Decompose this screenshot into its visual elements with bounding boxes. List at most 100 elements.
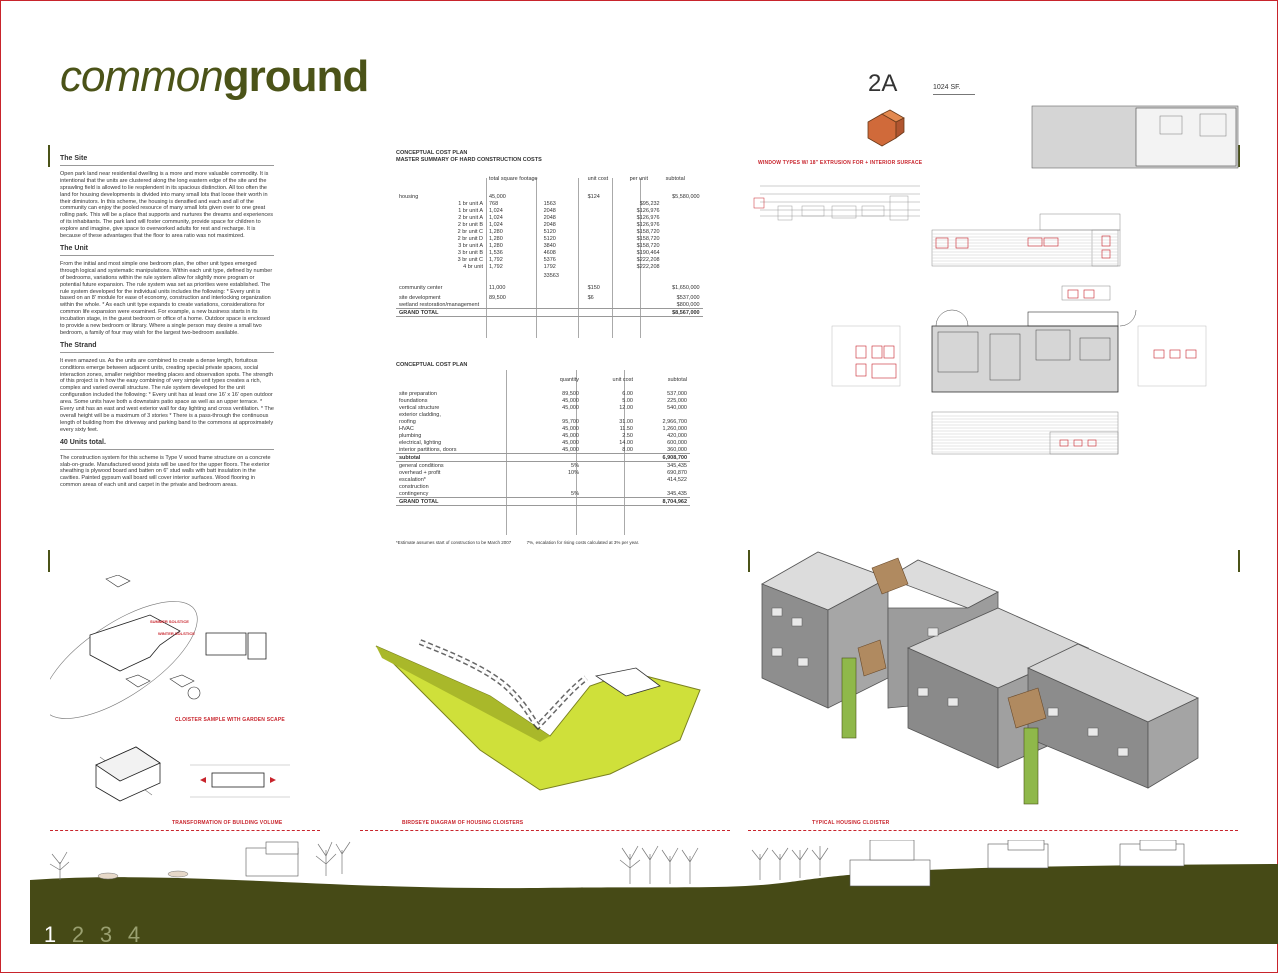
table-cell (506, 411, 582, 418)
table-cell: unit cost (612, 376, 633, 383)
table-cell (582, 411, 636, 418)
table-cell (585, 228, 627, 235)
table-row: 33563 (396, 270, 703, 282)
table-cell (663, 235, 703, 242)
table-cell: 33563 (543, 273, 559, 279)
table-cell: 2048 (543, 214, 556, 221)
table-cell (585, 270, 627, 282)
table-cell (541, 301, 585, 309)
table-cell: general conditions (399, 462, 444, 469)
table-cell (396, 376, 506, 383)
table-cell (663, 207, 703, 214)
table-cell: $126,976 (636, 221, 660, 228)
table-cell: 5376 (543, 256, 556, 263)
table-cell: 3 br unit B (457, 249, 483, 256)
table-cell: $8,567,000 (672, 309, 700, 316)
table-cell: 2048 (543, 221, 556, 228)
cost-note-2: 7%, escalation for rising costs calculat… (526, 540, 640, 545)
table-cell (663, 249, 703, 256)
table-cell: 345,435 (667, 462, 687, 469)
table-cell (585, 309, 627, 317)
table-cell (663, 214, 703, 221)
table-cell: $158,720 (636, 242, 660, 249)
table-cell: HVAC (399, 425, 414, 432)
table-cell: 95,700 (562, 418, 579, 425)
table-cell: electrical, lighting (399, 439, 442, 446)
table-cell (663, 228, 703, 235)
table-cell: 1792 (543, 263, 556, 270)
table-cell: 3840 (543, 242, 556, 249)
table-cell (506, 454, 582, 462)
page-1[interactable]: 1 (43, 922, 57, 947)
table-cell: 8.00 (622, 446, 633, 453)
table-cell: $1,650,000 (672, 285, 700, 291)
table-cell: 345,435 (667, 490, 687, 497)
label-cloister-sample: CLOISTER SAMPLE WITH GARDEN SCAPE (175, 717, 285, 723)
table-cell: housing (399, 193, 419, 200)
table-cell (506, 483, 582, 490)
label-typical-cloister: TYPICAL HOUSING CLOISTER (812, 820, 890, 826)
table-cell: GRAND TOTAL (399, 498, 439, 505)
unit-drawings (753, 105, 1239, 455)
table-cell (585, 256, 627, 263)
table-row (396, 186, 703, 193)
heading-total: 40 Units total. (60, 439, 274, 450)
table-row: wetland restoration/management$800,000 (396, 301, 703, 309)
table-cell: 2 br unit D (457, 235, 483, 242)
table-cell: 2048 (543, 207, 556, 214)
table-cell: 3 br unit A (458, 242, 483, 249)
table-cell (636, 383, 690, 390)
page-4[interactable]: 4 (127, 922, 141, 947)
table-cell: 14.00 (619, 439, 633, 446)
text-unit: From the initial and most simple one bed… (60, 260, 273, 336)
table-cell (582, 462, 636, 470)
table-cell: 1,280 (489, 228, 503, 235)
table-cell (627, 186, 663, 193)
table-cell: subtotal (399, 454, 421, 461)
table-cell: 1,024 (489, 207, 503, 214)
table-cell: 2,966,700 (662, 418, 687, 425)
table-cell: 45,000 (562, 404, 579, 411)
table-cell: 10% (567, 469, 579, 476)
table-cell: contingency (399, 490, 429, 497)
table-cell: $6 (587, 294, 594, 301)
table-cell (585, 263, 627, 270)
table-cell: 1,536 (489, 249, 503, 256)
unit-axon-icon (867, 109, 905, 147)
table-cell: 1563 (543, 200, 556, 207)
text-strand: It even amazed us. As the units are comb… (60, 357, 274, 433)
table-cell: 6,908,700 (662, 454, 687, 461)
table-cell: 768 (489, 200, 499, 207)
table-cell (663, 221, 703, 228)
page-3[interactable]: 3 (99, 922, 113, 947)
table-cell: 89,500 (562, 390, 579, 397)
table-cell: 1,260,000 (662, 425, 687, 432)
table-cell: 3 br unit C (457, 256, 483, 263)
table-cell (541, 172, 585, 186)
table-cell: 45,000 (489, 193, 506, 200)
table-cell: 5120 (543, 235, 556, 242)
table-cell: 6.00 (622, 390, 633, 397)
cost2-title: CONCEPTUAL COST PLAN (396, 362, 468, 368)
table-cell: $222,208 (636, 263, 660, 270)
table-cell (486, 186, 541, 193)
table-cell (585, 221, 627, 228)
table-cell: 5% (571, 490, 579, 497)
table-cell (636, 483, 690, 490)
page-2[interactable]: 2 (71, 922, 85, 947)
birdseye-diagram (375, 639, 701, 791)
